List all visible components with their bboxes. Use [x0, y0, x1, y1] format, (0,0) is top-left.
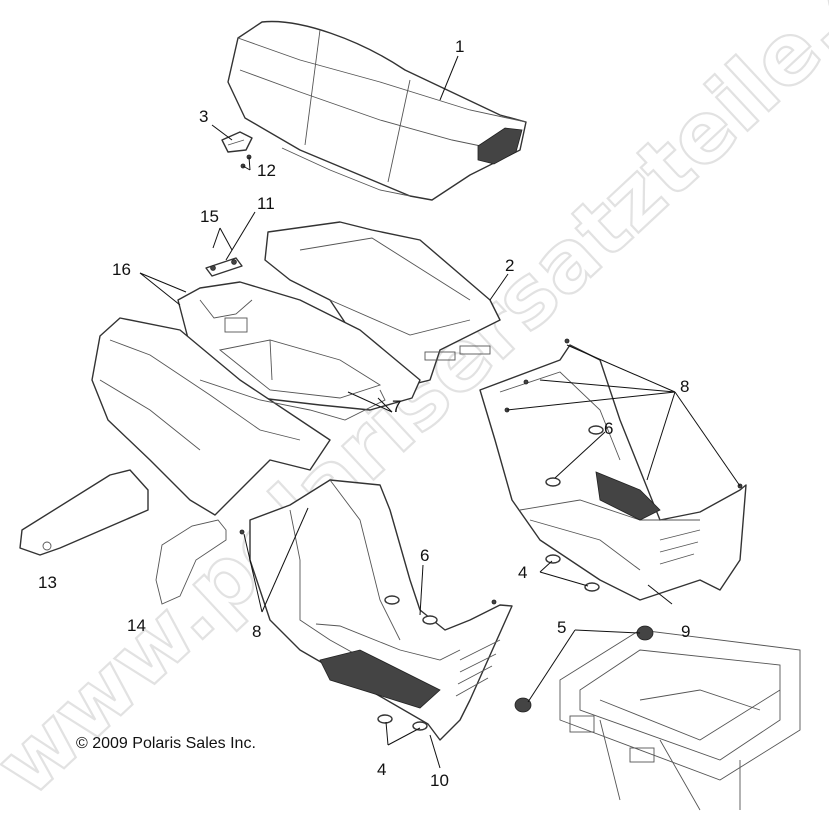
- grommets: [377, 554, 600, 731]
- callout-10: 10: [430, 771, 449, 790]
- callout-8-right: 8: [680, 377, 689, 396]
- callout-4-left: 4: [377, 760, 386, 779]
- callout-3: 3: [199, 107, 208, 126]
- floor-mat-left: [19, 469, 149, 556]
- decal: [155, 519, 227, 605]
- right-footwell: [479, 338, 747, 601]
- callout-15: 15: [200, 207, 219, 226]
- callout-11: 11: [257, 194, 275, 213]
- callout-8-left: 8: [252, 622, 261, 641]
- callout-2: 2: [505, 256, 514, 275]
- callout-12: 12: [257, 161, 276, 180]
- callout-14: 14: [127, 616, 146, 635]
- seat: [227, 20, 527, 201]
- left-footwell: [239, 479, 513, 741]
- front-fender: [91, 317, 386, 516]
- callout-5: 5: [557, 618, 566, 637]
- callouts: 1 2 3 12 15 11 16 8 6 7 4 9 5 13 14 6 8 …: [38, 37, 690, 790]
- callout-6-left: 6: [420, 546, 429, 565]
- callout-7: 7: [392, 397, 401, 416]
- rear-fender: [264, 221, 501, 391]
- callout-13: 13: [38, 573, 57, 592]
- leader-lines: [139, 55, 741, 769]
- callout-9: 9: [681, 622, 690, 641]
- seat-latch: [221, 131, 253, 153]
- bracket: [205, 257, 243, 277]
- callout-16: 16: [112, 260, 131, 279]
- bumpers: [514, 625, 654, 713]
- frame: [559, 629, 801, 811]
- callout-6-right: 6: [604, 419, 613, 438]
- callout-4-right: 4: [518, 563, 527, 582]
- callout-1: 1: [455, 37, 464, 56]
- copyright-notice: © 2009 Polaris Sales Inc.: [76, 735, 256, 752]
